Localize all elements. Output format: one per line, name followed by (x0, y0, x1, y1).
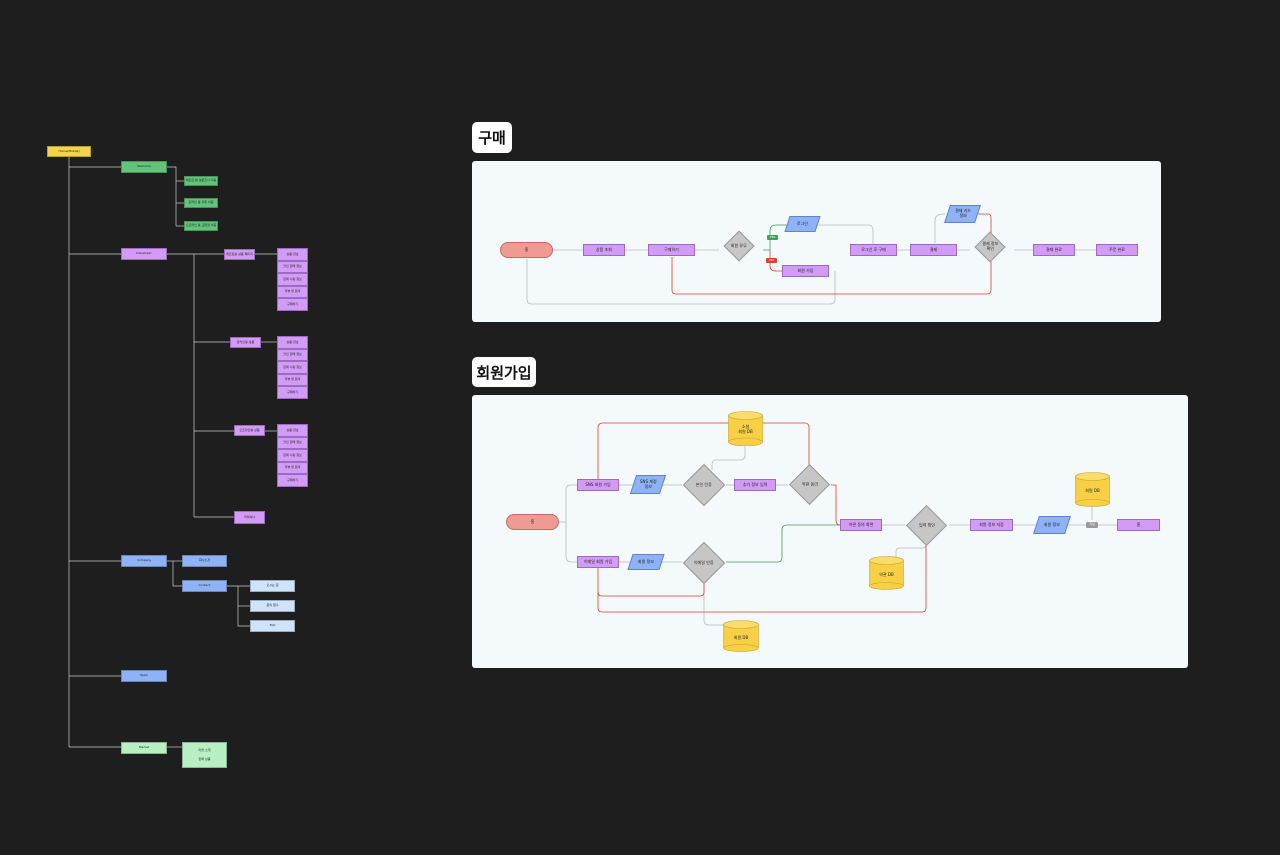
sitemap-section-developer[interactable]: Developer (121, 248, 167, 260)
sitemap-leaf[interactable]: 오시는 길 (250, 580, 295, 592)
purchase-frame (472, 161, 1161, 322)
purchase-pay[interactable]: 결제 (910, 244, 957, 256)
sitemap-group: 상품 정보 할인 판매 정보 판매 수량 정보 리뷰 및 문의 구매하기 (277, 248, 308, 311)
sitemap-leaf[interactable]: FAQ (250, 620, 295, 632)
sitemap-leaf[interactable]: 판매 수량 정보 (277, 361, 308, 374)
signup-user-db: 소셜 회원 DB (728, 411, 763, 446)
no-tag: NO (766, 258, 777, 263)
sitemap-leaf[interactable]: 문의 접수 (250, 600, 295, 612)
database-icon (1075, 472, 1110, 507)
sitemap-section-welcome[interactable]: Welcome (121, 161, 167, 173)
sitemap-leaf[interactable]: 상품 정보 (277, 424, 308, 437)
sitemap-item[interactable]: 레트로 봉 설문조사 이동 (184, 176, 218, 186)
signup-save-io[interactable]: 회원 정보 (1033, 516, 1071, 534)
sitemap-sub[interactable]: 온라인봉 상품 (230, 337, 261, 348)
purchase-after-login[interactable]: 로그인 후 구매 (850, 244, 897, 256)
sitemap-leaf[interactable]: 리뷰 및 문의 (277, 286, 308, 298)
sitemap-leaf[interactable]: 판매 수량 정보 (277, 449, 308, 462)
sitemap-leaf: 판매 상품 (198, 756, 211, 761)
yes-tag: YES (767, 235, 778, 240)
sitemap-section-company[interactable]: Company (121, 555, 167, 567)
sitemap-item[interactable]: 오프라인 봉 교환권 이동 (184, 221, 218, 231)
signup-title: 회원가입 (472, 357, 536, 387)
database-icon (728, 411, 763, 446)
sitemap-sub[interactable]: 레트로봉 상품 페이지 (224, 249, 255, 260)
purchase-end[interactable]: 주문 완료 (1096, 244, 1138, 256)
sitemap-leaf[interactable]: 판매 수량 정보 (277, 273, 308, 286)
signup-complete-form[interactable]: 회원 정보 저장 (970, 519, 1013, 531)
sitemap-item[interactable]: 온라인 봉 쿠폰 이동 (184, 198, 218, 208)
sitemap-root[interactable]: Home(Mobile) (47, 146, 91, 157)
signup-email[interactable]: 이메일 회원 가입 (577, 556, 619, 568)
sitemap-leaf[interactable]: 할인 판매 정보 (277, 437, 308, 449)
sitemap-section-team[interactable]: Team (121, 670, 167, 682)
sitemap-sub[interactable]: 오프라인봉 상품 (234, 425, 265, 436)
sitemap-group: 상품 정보 할인 판매 정보 판매 수량 정보 리뷰 및 문의 구매하기 (277, 336, 308, 399)
store-tag: 저장 (1086, 522, 1098, 528)
database-icon (723, 620, 759, 652)
signup-sns-info[interactable]: SNS 계정 정보 (629, 475, 667, 494)
sitemap-leaf[interactable]: 리뷰 및 문의 (277, 462, 308, 474)
sitemap-market-items[interactable]: 마켓 소개 판매 상품 (182, 742, 227, 768)
purchase-signup[interactable]: 회원 가입 (782, 265, 829, 277)
sitemap-leaf[interactable]: 구매하기 (277, 298, 308, 311)
database-icon (869, 556, 904, 590)
purchase-start[interactable]: 홈 (500, 242, 553, 258)
sitemap-leaf[interactable]: 리뷰 및 문의 (277, 374, 308, 386)
signup-extra-info[interactable]: 추가 정보 입력 (734, 479, 776, 491)
purchase-buy[interactable]: 구매하기 (648, 244, 695, 256)
sitemap-leaf[interactable]: 구매하기 (277, 386, 308, 399)
sitemap-group: 상품 정보 할인 판매 정보 판매 수량 정보 리뷰 및 문의 구매하기 (277, 424, 308, 487)
signup-start[interactable]: 홈 (506, 514, 559, 530)
purchase-browse[interactable]: 상품 조회 (583, 244, 625, 256)
signup-frame (472, 395, 1188, 668)
sitemap-leaf[interactable]: 상품 정보 (277, 336, 308, 349)
sitemap-sub[interactable]: Contact (182, 580, 227, 592)
purchase-pay-done[interactable]: 결제 완료 (1033, 244, 1075, 256)
purchase-title: 구매 (472, 122, 512, 153)
signup-terms-db: 약관 DB (869, 556, 904, 590)
sitemap-leaf: 마켓 소개 (198, 747, 211, 752)
signup-member-db: 회원 DB (723, 620, 759, 652)
signup-member-info[interactable]: 회원 정보 (627, 554, 665, 570)
signup-final-db: 회원 DB (1075, 472, 1110, 507)
signup-end[interactable]: 홈 (1117, 519, 1160, 531)
sitemap-sub[interactable]: 커미셔너 (234, 511, 265, 524)
sitemap-section-market[interactable]: Market (121, 742, 167, 754)
sitemap-sub[interactable]: 회사소개 (182, 555, 227, 567)
signup-terms-form[interactable]: 약관 동의 화면 (840, 519, 882, 531)
sitemap-leaf[interactable]: 상품 정보 (277, 248, 308, 261)
sitemap-leaf[interactable]: 할인 판매 정보 (277, 349, 308, 361)
sitemap-leaf[interactable]: 구매하기 (277, 474, 308, 487)
sitemap-leaf[interactable]: 할인 판매 정보 (277, 261, 308, 273)
signup-sns[interactable]: SNS 회원 가입 (577, 479, 619, 491)
